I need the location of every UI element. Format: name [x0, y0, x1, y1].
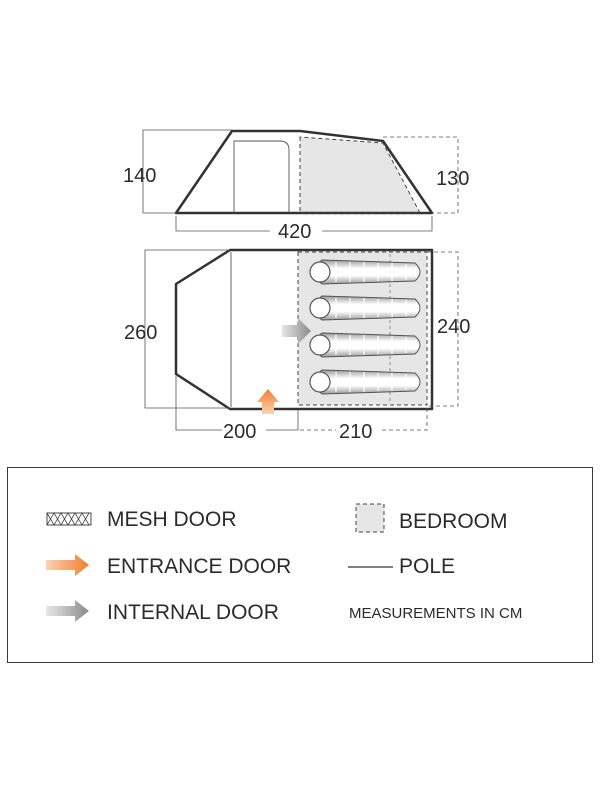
dim-line-260 — [144, 249, 230, 409]
entrance-door-legend-icon — [46, 554, 89, 576]
bedroom-outline-plan — [297, 251, 428, 406]
legend-internal-door-label: INTERNAL DOOR — [107, 601, 279, 624]
dim-label-200: 200 — [223, 421, 256, 443]
legend-bedroom-label: BEDROOM — [399, 510, 508, 533]
plan-view: 260 240 200 210 — [124, 248, 470, 443]
legend-pole-label: POLE — [399, 555, 456, 578]
sleeping-bag — [309, 332, 421, 358]
sleeping-bag — [309, 259, 421, 285]
dim-label-210: 210 — [339, 421, 372, 443]
side-elevation-view: 140 130 420 — [123, 129, 469, 243]
dim-line-200 — [175, 376, 299, 431]
dim-label-240: 240 — [437, 316, 470, 338]
dim-line-420 — [175, 216, 433, 232]
mesh-door-icon — [46, 512, 92, 526]
internal-door-legend-icon — [46, 600, 89, 622]
tent-plan-outline — [174, 248, 434, 411]
legend-mesh-door-label: MESH DOOR — [107, 508, 237, 531]
dim-line-210 — [300, 408, 428, 431]
dim-label-140: 140 — [123, 165, 156, 187]
legend-box — [7, 467, 593, 663]
dim-label-420: 420 — [278, 221, 311, 243]
sleeping-bag — [309, 295, 421, 321]
dim-label-130: 130 — [436, 168, 469, 190]
pole-legend-icon — [348, 566, 393, 568]
dim-label-260: 260 — [124, 322, 157, 344]
dim-line-140 — [142, 129, 232, 214]
dim-line-130 — [383, 136, 459, 214]
bedroom-legend-icon — [355, 503, 385, 533]
bedroom-outline-side — [299, 136, 421, 214]
sleeping-bag — [309, 369, 421, 395]
tent-side-outline — [174, 129, 434, 215]
entrance-door-arrow-icon — [257, 389, 279, 414]
bedroom-area-side — [300, 137, 420, 213]
measurements-note: MEASUREMENTS IN CM — [349, 605, 523, 622]
tent-floorplan-diagram: 140 130 420 — [123, 129, 470, 443]
legend-entrance-door-label: ENTRANCE DOOR — [107, 555, 292, 578]
door-arch-side — [233, 140, 290, 213]
internal-door-arrow-icon — [282, 318, 311, 344]
dim-line-240 — [427, 251, 459, 407]
